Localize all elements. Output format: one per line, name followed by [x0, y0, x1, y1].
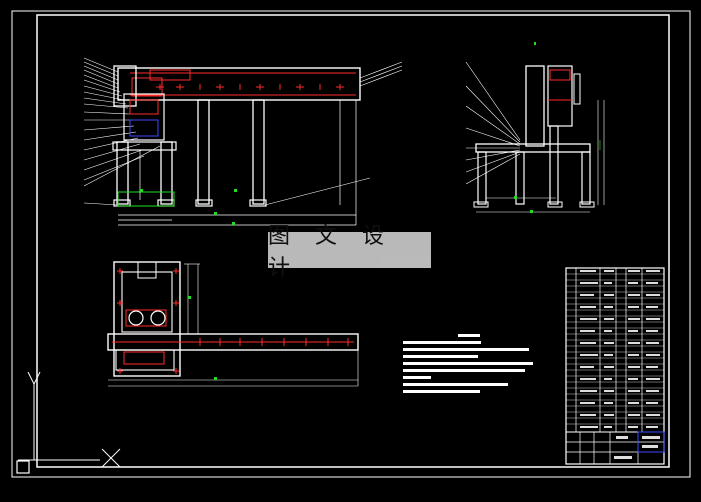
leg-3 [197, 99, 210, 205]
drive-head [113, 65, 137, 107]
watermark-label: 图 文 设 计 [268, 224, 431, 281]
technical-notes [403, 334, 533, 393]
side-crossbar [475, 143, 591, 153]
front-view [83, 57, 403, 226]
leg-2 [160, 141, 173, 205]
ucs-axis-icon [18, 371, 100, 461]
side-leader-lines [465, 61, 521, 185]
top-conveyor [107, 333, 359, 351]
parts-list-table [565, 267, 665, 465]
conveyor-beam [117, 67, 361, 101]
top-view [107, 261, 359, 387]
side-head [525, 65, 545, 147]
leg-4 [252, 99, 265, 205]
cross-marker-icon [101, 448, 121, 468]
corner-box-icon [16, 460, 30, 474]
outer-frame [11, 10, 691, 478]
side-view [465, 42, 605, 213]
inner-frame [36, 14, 670, 468]
leg-1 [116, 141, 129, 205]
